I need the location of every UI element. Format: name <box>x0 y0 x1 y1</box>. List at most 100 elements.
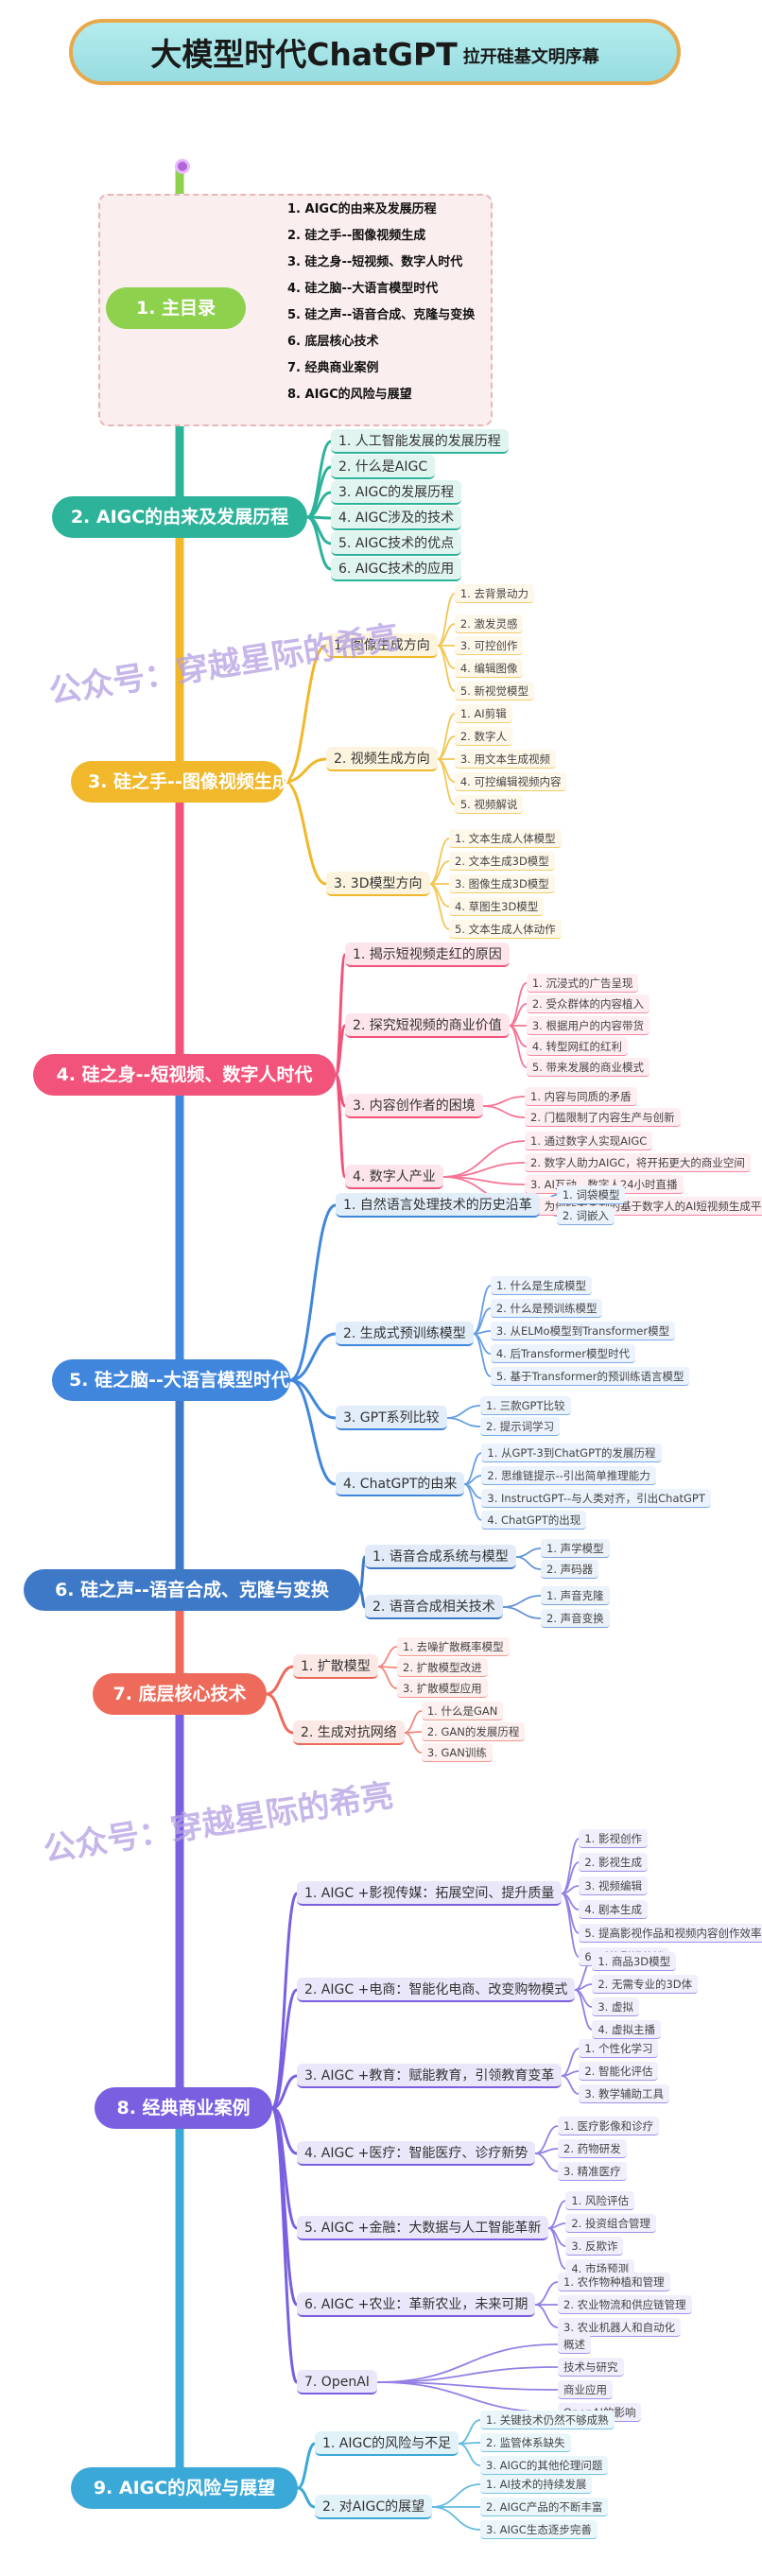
leaf-node: 1. 去背景动力 <box>454 584 534 603</box>
leaf-node: 5. 提高影视作品和视频内容创作效率 <box>579 1924 762 1943</box>
leaf-node: 2. 激发灵感 <box>454 614 524 633</box>
branch-node: 4. AIGC涉及的技术 <box>331 506 462 530</box>
leaf-node: 2. 提示词学习 <box>480 1417 561 1436</box>
branch-node: 3. 3D模型方向 <box>326 872 430 896</box>
connector <box>501 1606 542 1619</box>
leaf-node: 3. InstructGPT--与人类对齐，引出ChatGPT <box>481 1489 711 1508</box>
connector <box>458 2443 481 2466</box>
leaf-node: 4. 转型网红的红利 <box>526 1037 628 1056</box>
leaf-node: 2. 思维链提示--引出简单推理能力 <box>481 1466 656 1485</box>
connector <box>334 1073 347 1179</box>
connector <box>458 2419 481 2445</box>
leaf-node: 1. 通过数字人实现AIGC <box>525 1132 653 1150</box>
leaf-node: 1. 文本生成人体模型 <box>449 829 562 848</box>
connector <box>305 515 333 571</box>
section-root: 9. AIGC的风险与展望 <box>71 2467 298 2509</box>
section-root: 5. 硅之脑--大语言模型时代 <box>52 1359 290 1401</box>
connector <box>481 1105 526 1118</box>
branch-node: 1. 扩散模型 <box>293 1654 378 1679</box>
connector <box>534 2148 559 2154</box>
connector <box>283 780 328 886</box>
leaf-node: 2. 影视生成 <box>579 1853 648 1872</box>
branch-node: 3. 内容创作者的困境 <box>345 1094 483 1118</box>
leaf-node: 4. 虚拟主播 <box>592 2020 661 2039</box>
connector <box>376 2381 559 2391</box>
branch-node: 4. ChatGPT的由来 <box>336 1472 465 1496</box>
branch-node: 3. AIGC +教育：赋能教育，引领教育变革 <box>297 2064 563 2088</box>
leaf-node: 1. 什么是GAN <box>421 1702 504 1720</box>
connector <box>376 1646 398 1668</box>
leaf-node: 3. 反欺诈 <box>565 2237 624 2256</box>
branch-node: 1. AIGC +影视传媒：拓展空间、提升质量 <box>297 1881 563 1906</box>
leaf-node: 3. 从ELMo模型到Transformer模型 <box>490 1322 676 1340</box>
leaf-node: 3. AIGC生态逐步完善 <box>480 2520 597 2539</box>
connector <box>270 1988 299 2110</box>
connector <box>481 1096 526 1107</box>
connector <box>270 2106 299 2384</box>
connector <box>403 1732 423 1754</box>
leaf-node: 4. 后Transformer模型时代 <box>490 1344 635 1363</box>
connector <box>561 2075 580 2095</box>
toc-item: 7. 经典商业案例 <box>287 361 379 375</box>
branch-node: 2. 对AIGC的展望 <box>315 2495 433 2519</box>
connector <box>376 2343 559 2383</box>
leaf-node: 3. 扩散模型应用 <box>397 1679 488 1698</box>
connector <box>288 1378 338 1486</box>
leaf-node: 2. 投资组合管理 <box>565 2214 656 2233</box>
branch-node: 3. GPT系列比较 <box>336 1406 447 1430</box>
leaf-node: 2. 智能化评估 <box>579 2062 659 2081</box>
leaf-node: 1. 农作物种植和管理 <box>558 2273 670 2291</box>
connector <box>574 1989 594 2031</box>
section-root: 8. 经典商业案例 <box>95 2087 272 2129</box>
branch-node: 5. AIGC +金融：大数据与人工智能革新 <box>297 2216 549 2240</box>
leaf-node: 3. 可控创作 <box>454 636 524 655</box>
branch-node: 4. AIGC +医疗：智能医疗、诊疗新势 <box>297 2141 536 2166</box>
branch-node: 4. 数字人产业 <box>345 1165 443 1189</box>
connector <box>508 1025 528 1068</box>
leaf-node: 2. 数字人 <box>454 727 512 746</box>
connector <box>296 2486 317 2509</box>
leaf-node: 1. 关键技术仍然不够成熟 <box>480 2411 615 2429</box>
connector <box>472 1333 492 1377</box>
leaf-node: 3. 用文本生成视频 <box>454 750 556 769</box>
leaf-node: 2. 药物研发 <box>558 2139 627 2158</box>
connector <box>436 593 456 647</box>
section-root: 1. 主目录 <box>106 287 246 329</box>
leaf-node: 2. 数字人助力AIGC，将开拓更大的商业空间 <box>525 1153 751 1172</box>
section-root: 4. 硅之身--短视频、数字人时代 <box>33 1054 336 1096</box>
connector <box>283 757 328 784</box>
connector <box>463 1483 483 1521</box>
branch-node: 2. 语音合成相关技术 <box>365 1595 503 1619</box>
leaf-node: 2. 受众群体的内容植入 <box>526 994 649 1013</box>
leaf-node: 3. 精准医疗 <box>558 2162 627 2181</box>
branch-node: 1. 揭示短视频走红的原因 <box>345 942 510 967</box>
connector <box>270 2074 299 2110</box>
leaf-node: 1. AI技术的持续发展 <box>480 2475 593 2494</box>
leaf-node: 2. 门槛限制了内容生产与创新 <box>525 1108 681 1127</box>
connector <box>428 883 450 930</box>
leaf-node: 商业应用 <box>558 2380 613 2399</box>
leaf-node: 2. 声音变换 <box>541 1609 610 1628</box>
connector <box>547 2227 567 2270</box>
connector <box>561 2070 580 2077</box>
section-root: 6. 硅之声--语音合成、克隆与变换 <box>24 1569 360 1611</box>
title-sub: 拉开硅基文明序幕 <box>462 47 599 67</box>
connector <box>514 1556 542 1570</box>
branch-node: 2. 生成式预训练模型 <box>336 1322 474 1346</box>
toc-item: 2. 硅之手--图像视频生成 <box>287 229 426 243</box>
connector <box>534 2281 559 2306</box>
leaf-node: 2. 无需专业的3D体 <box>592 1975 699 1994</box>
leaf-node: 1. 内容与同质的矛盾 <box>525 1087 637 1106</box>
leaf-node: 5. 视频解说 <box>454 795 524 814</box>
toc-item: 6. 底层核心技术 <box>287 335 379 349</box>
leaf-node: 2. 声码器 <box>541 1560 599 1579</box>
connector <box>574 1983 594 1991</box>
leaf-node: 3. 视频编辑 <box>579 1876 648 1895</box>
branch-node: 5. AIGC技术的优点 <box>331 531 462 556</box>
title-banner: 大模型时代ChatGPT 拉开硅基文明序幕 <box>69 19 681 85</box>
connector <box>436 758 456 805</box>
leaf-node: 2. AIGC产品的不断丰富 <box>480 2498 609 2516</box>
section-root: 2. AIGC的由来及发展历程 <box>52 496 307 538</box>
connector <box>288 1332 338 1382</box>
